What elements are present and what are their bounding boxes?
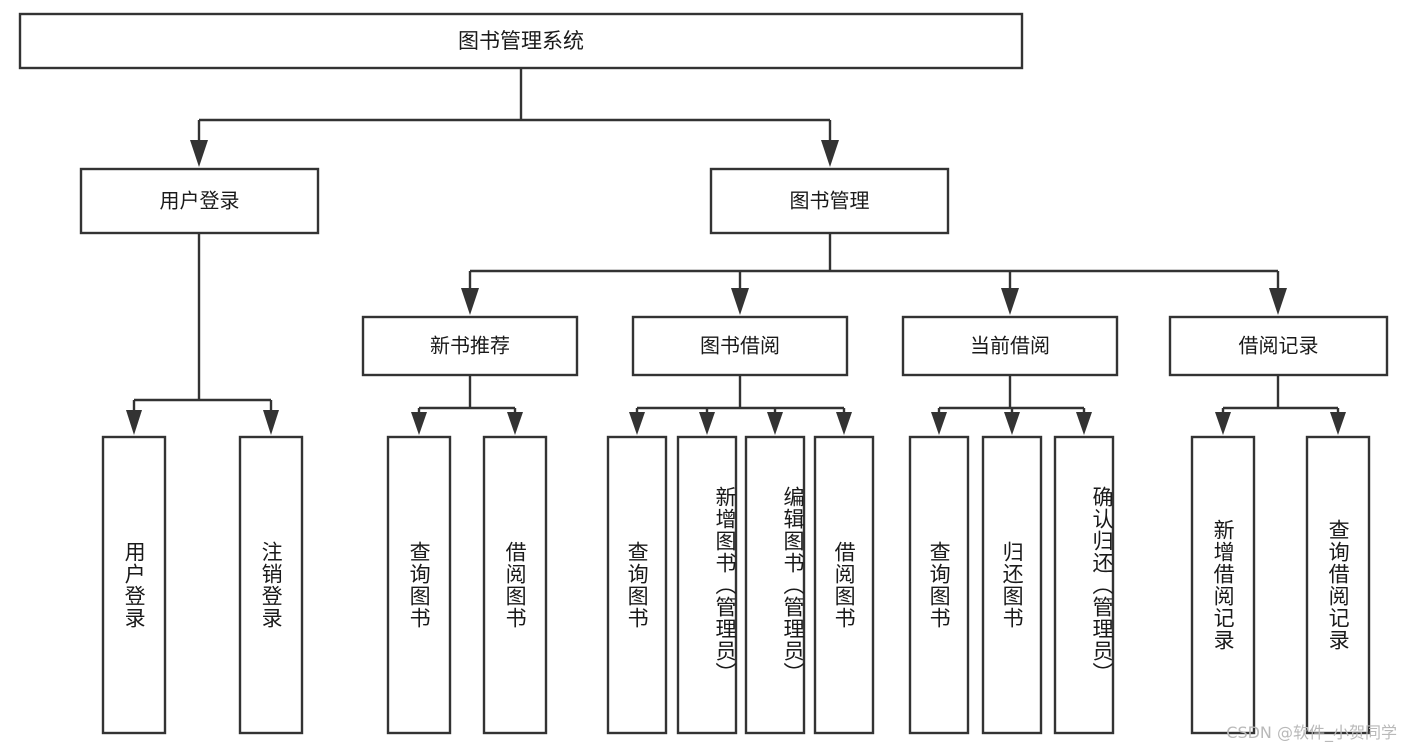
node-book-borrow-label: 图书借阅 bbox=[700, 334, 780, 358]
node-borrow-record-box[interactable] bbox=[1168, 315, 1389, 377]
arrow-head-leaf-query-borrow-record bbox=[1330, 412, 1346, 435]
node-book-borrow[interactable]: 图书借阅 bbox=[631, 315, 849, 377]
node-user-login-box[interactable] bbox=[79, 167, 320, 235]
arrow-head-leaf-confirm-return bbox=[1076, 412, 1092, 435]
node-leaf-user-logout-box[interactable] bbox=[238, 435, 304, 735]
node-leaf-confirm-return-box[interactable] bbox=[1053, 435, 1115, 735]
connector-group-root bbox=[190, 68, 839, 167]
node-leaf-edit-book-box[interactable] bbox=[744, 435, 806, 735]
arrow-head-leaf-query-book-recommend bbox=[411, 412, 427, 435]
node-current-borrow-label: 当前借阅 bbox=[970, 334, 1050, 358]
node-root[interactable]: 图书管理系统 bbox=[18, 12, 1024, 70]
node-leaf-return-book-box[interactable] bbox=[981, 435, 1043, 735]
node-current-borrow-box[interactable] bbox=[901, 315, 1119, 377]
connector-group-new-book-recommend bbox=[411, 375, 523, 435]
node-leaf-query-book-recommend-box[interactable] bbox=[386, 435, 452, 735]
node-leaf-add-borrow-record-box[interactable] bbox=[1190, 435, 1256, 735]
arrow-head-borrow-record bbox=[1269, 288, 1287, 315]
node-current-borrow[interactable]: 当前借阅 bbox=[901, 315, 1119, 377]
node-user-login[interactable]: 用户登录 bbox=[79, 167, 320, 235]
arrow-head-book-borrow bbox=[731, 288, 749, 315]
node-leaf-borrow-book-recommend-box[interactable] bbox=[482, 435, 548, 735]
node-book-manage[interactable]: 图书管理 bbox=[709, 167, 950, 235]
node-borrow-record[interactable]: 借阅记录 bbox=[1168, 315, 1389, 377]
node-borrow-record-label: 借阅记录 bbox=[1239, 334, 1319, 358]
node-root-label: 图书管理系统 bbox=[458, 29, 584, 53]
node-leaf-add-book-box[interactable] bbox=[676, 435, 738, 735]
connector-group-book-manage bbox=[461, 233, 1287, 315]
leaf-boxes bbox=[101, 435, 1371, 735]
node-new-book-recommend[interactable]: 新书推荐 bbox=[361, 315, 579, 377]
node-book-borrow-box[interactable] bbox=[631, 315, 849, 377]
arrow-head-leaf-add-borrow-record bbox=[1215, 412, 1231, 435]
arrow-head-leaf-add-book bbox=[699, 412, 715, 435]
arrow-head-leaf-return-book bbox=[1004, 412, 1020, 435]
arrow-head-leaf-user-logout bbox=[263, 410, 279, 435]
connector-group-book-borrow bbox=[629, 375, 852, 435]
arrow-head-new-book-recommend bbox=[461, 288, 479, 315]
node-leaf-borrow-book-box[interactable] bbox=[813, 435, 875, 735]
watermark-text: CSDN @软件_小贺同学 bbox=[1226, 723, 1397, 742]
node-root-box[interactable] bbox=[18, 12, 1024, 70]
node-user-login-label: 用户登录 bbox=[160, 189, 240, 213]
node-book-manage-box[interactable] bbox=[709, 167, 950, 235]
arrow-head-book-manage bbox=[821, 140, 839, 167]
connector-group-user-login bbox=[126, 233, 279, 435]
connector-group-borrow-record bbox=[1215, 375, 1346, 435]
arrow-head-user-login bbox=[190, 140, 208, 167]
arrow-head-leaf-query-book-current bbox=[931, 412, 947, 435]
arrow-head-leaf-borrow-book bbox=[836, 412, 852, 435]
node-leaf-query-book-borrow-box[interactable] bbox=[606, 435, 668, 735]
arrow-head-leaf-edit-book bbox=[767, 412, 783, 435]
arrow-head-leaf-user-login bbox=[126, 410, 142, 435]
node-leaf-query-borrow-record-box[interactable] bbox=[1305, 435, 1371, 735]
node-leaf-user-login-box[interactable] bbox=[101, 435, 167, 735]
arrow-head-leaf-borrow-book-recommend bbox=[507, 412, 523, 435]
arrow-head-current-borrow bbox=[1001, 288, 1019, 315]
node-new-book-recommend-label: 新书推荐 bbox=[430, 334, 510, 358]
node-new-book-recommend-box[interactable] bbox=[361, 315, 579, 377]
connector-group-current-borrow bbox=[931, 375, 1092, 435]
node-leaf-query-book-current-box[interactable] bbox=[908, 435, 970, 735]
node-book-manage-label: 图书管理 bbox=[790, 189, 870, 213]
arrow-head-leaf-query-book-borrow bbox=[629, 412, 645, 435]
